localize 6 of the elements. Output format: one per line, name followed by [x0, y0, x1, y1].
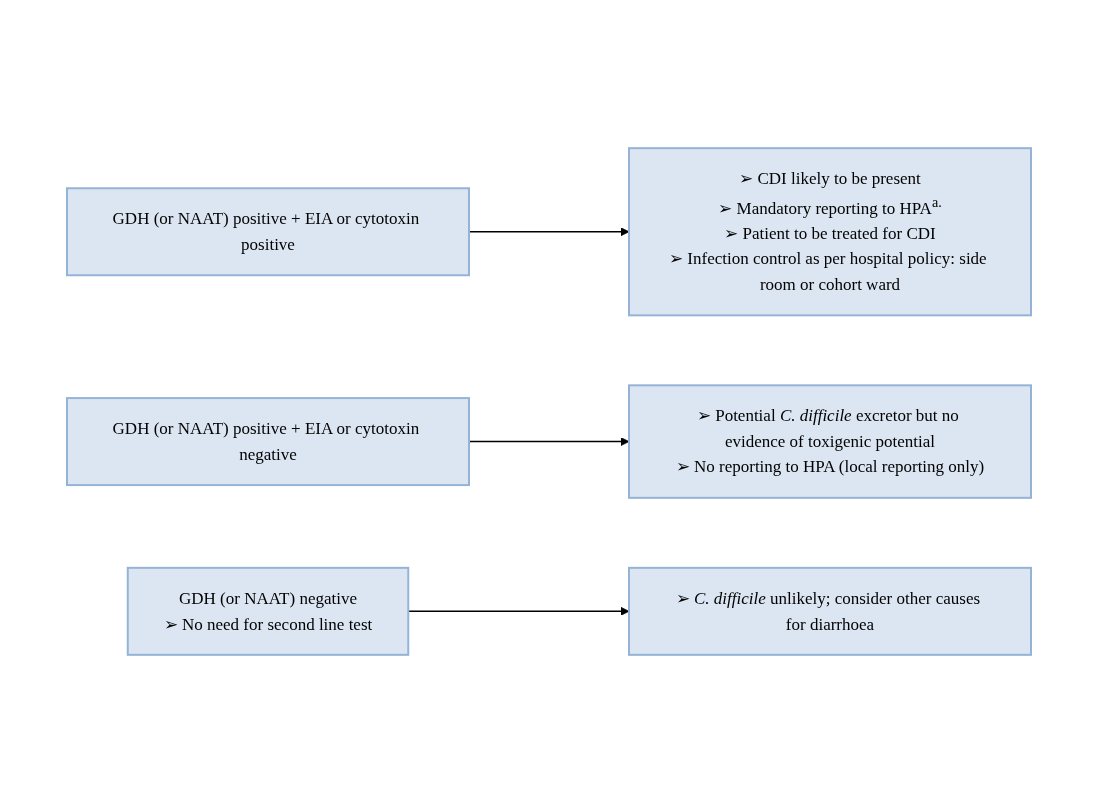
node-box: ➢ CDI likely to be present ➢ Mandatory reporting to HPA$^{a.}$ ➢ Patient to be treated for CDI ➢ Infection control as per hospital policy: side room or cohort ward: [628, 147, 1032, 317]
node-box: ➢ Potential C. difficile excretor but no evidence of toxigenic potential ➢ No reporting to HPA (local reporting only): [628, 384, 1032, 499]
node-box: GDH (or NAAT) positive + EIA or cytotoxin negative: [66, 397, 470, 487]
node-box: GDH (or NAAT) negative ➢ No need for second line test: [126, 566, 410, 656]
node-box: GDH (or NAAT) positive + EIA or cytotoxin positive: [66, 187, 470, 277]
node-box: ➢ C. difficile unlikely; consider other causes for diarrhoea: [628, 566, 1032, 656]
